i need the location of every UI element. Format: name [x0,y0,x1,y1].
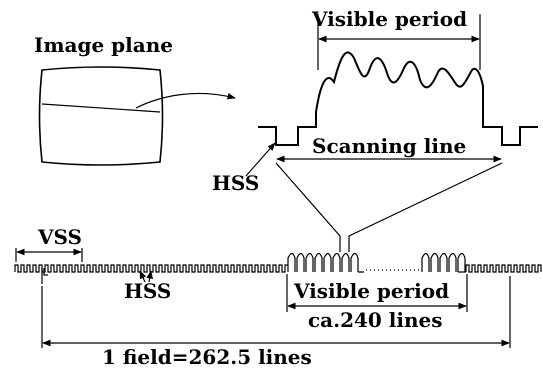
visible-burst-group-1 [287,252,364,273]
visible-period-bottom-label: Visible period [293,279,449,303]
hss-bottom-pointer-2 [146,270,153,283]
field-pulse-train-left [14,264,288,273]
hss-top-label: HSS [212,171,259,195]
scanning-line-label: Scanning line [312,134,466,158]
image-plane-label: Image plane [34,33,173,57]
visible-period-top-label: Visible period [311,7,467,31]
image-plane-scan-line [41,103,161,113]
field-label: 1 field=262.5 lines [102,345,312,369]
scan-to-waveform-arrow [135,92,236,109]
image-plane-screen [38,66,164,166]
hss-bottom-label: HSS [124,279,171,303]
hss-bottom-pointer-1 [139,270,147,283]
field-pulse-train-right [465,264,542,273]
vss-label: VSS [37,225,82,249]
visible-burst-group-2 [421,252,466,273]
scanning-line-waveform [258,51,538,146]
zoom-funnel [275,162,503,252]
hss-top-pointer [245,142,276,177]
ca-lines-label: ca.240 lines [308,308,443,332]
